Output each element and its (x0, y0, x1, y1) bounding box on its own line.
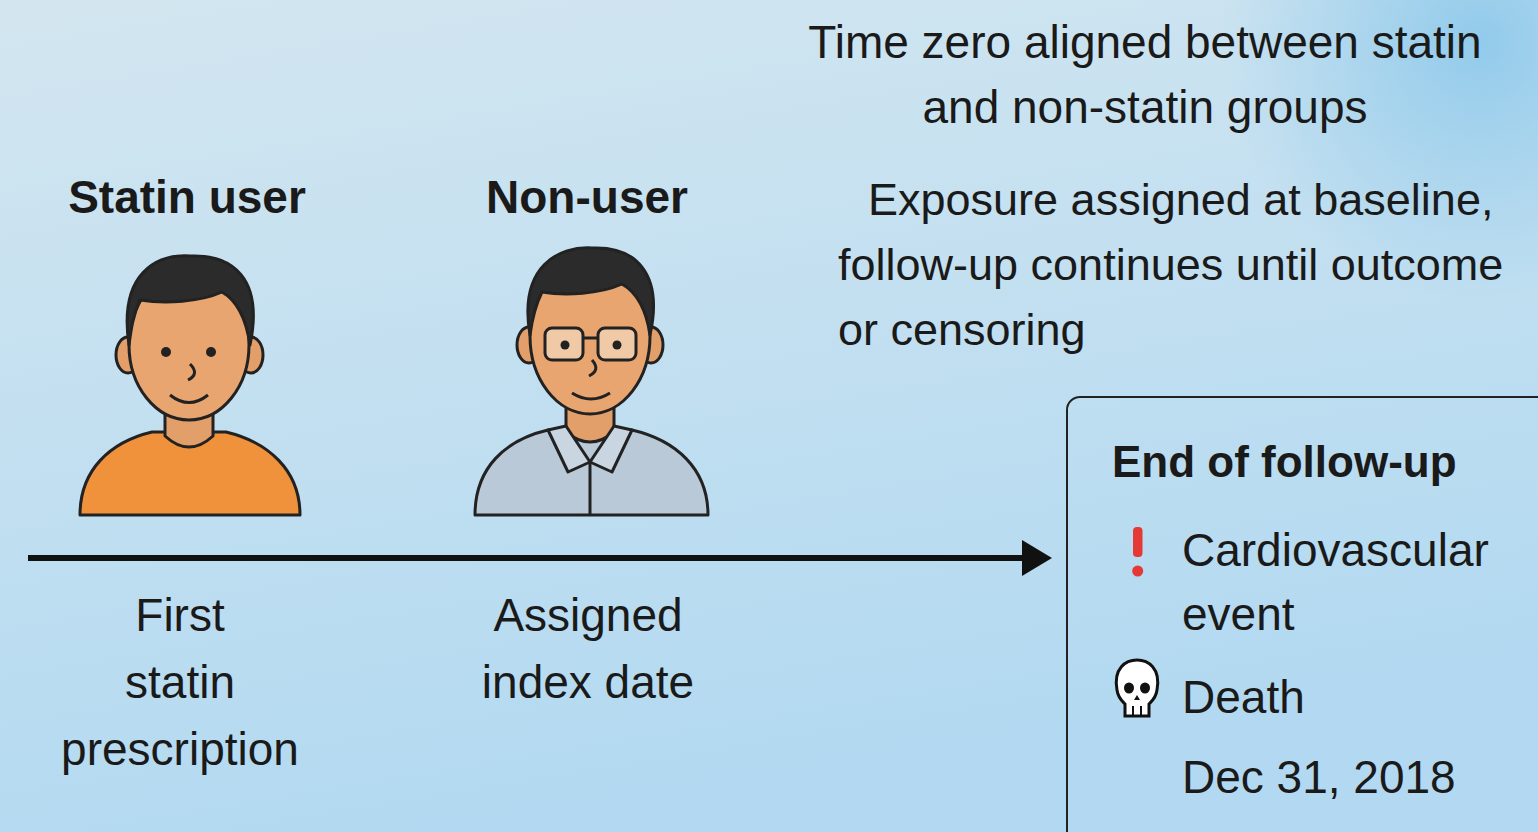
glasses-lens (545, 328, 583, 360)
arrowhead (1022, 540, 1052, 576)
hair (127, 256, 253, 345)
outcome-item: Dec 31, 2018 (1182, 745, 1538, 809)
group-heading: Non-user (417, 165, 757, 230)
exclamation-icon (1132, 527, 1143, 577)
collar (548, 426, 590, 472)
timepoint-label: Assigned index date (468, 582, 708, 716)
eye (561, 341, 570, 350)
note-text: Exposure assigned at baseline, follow-up… (838, 167, 1530, 362)
group-heading: Statin user (17, 165, 357, 230)
timeline-arrow (28, 555, 1026, 561)
timepoint-label: First statin prescription (20, 582, 340, 783)
skull-teeth (1140, 706, 1142, 716)
hair (528, 248, 654, 335)
skull-teeth (1132, 706, 1134, 716)
nose (589, 360, 596, 376)
eye (161, 347, 171, 357)
note-text: Time zero aligned between statin and non… (800, 10, 1490, 140)
non-user-figure (475, 248, 708, 515)
nose (188, 364, 195, 380)
outcome-item: Death (1182, 665, 1538, 729)
exclamation-dot (1132, 566, 1143, 577)
skull (1116, 660, 1157, 716)
skull-eye (1140, 683, 1150, 694)
placket (589, 462, 592, 515)
glasses-bridge (583, 337, 598, 340)
glasses-lens (598, 328, 636, 360)
mouth (170, 395, 208, 403)
box-heading: End of follow-up (1112, 432, 1532, 492)
mouth (572, 393, 610, 399)
statin-user-figure (80, 256, 300, 515)
end-of-follow-up-box: End of follow-upCardiovascular eventDeat… (1066, 396, 1538, 832)
collar (590, 426, 632, 472)
outcome-item: Cardiovascular event (1182, 518, 1538, 646)
eye (206, 347, 216, 357)
skull-nose (1134, 695, 1140, 700)
eye (613, 341, 622, 350)
exclamation-bar (1133, 527, 1143, 557)
skull-eye (1124, 683, 1134, 694)
skull-icon (1116, 660, 1157, 716)
